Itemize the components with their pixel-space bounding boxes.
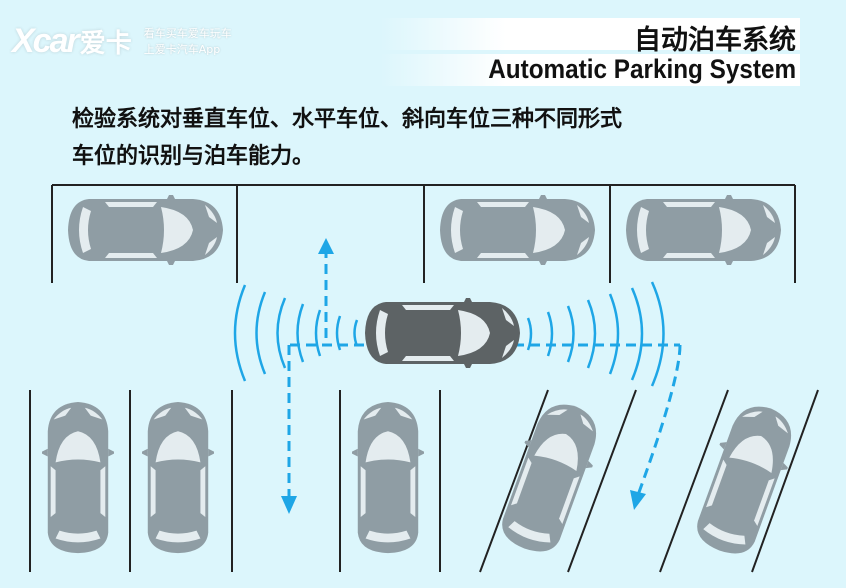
xcar-logo: Xcar 爱卡 看车买车爱车玩车 上爱卡汽车App bbox=[12, 22, 232, 61]
parked-car bbox=[42, 401, 114, 554]
logo-brand-cn: 爱卡 bbox=[79, 29, 132, 59]
arrow-down-icon bbox=[281, 496, 297, 514]
logo-brand: Xcar bbox=[12, 22, 80, 60]
page-title-en: Automatic Parking System bbox=[488, 54, 796, 84]
logo-slogan-1: 看车买车爱车玩车 bbox=[143, 26, 232, 40]
bottom-parking-lines bbox=[29, 389, 819, 573]
path-arrows bbox=[287, 252, 682, 498]
parked-car bbox=[68, 195, 223, 265]
parked-car bbox=[626, 195, 781, 265]
main-car bbox=[365, 298, 520, 368]
parked-car bbox=[489, 393, 611, 562]
arrow-up-icon bbox=[318, 238, 334, 254]
parked-car bbox=[142, 401, 214, 554]
description-line-1: 检验系统对垂直车位、水平车位、斜向车位三种不同形式 bbox=[72, 107, 623, 132]
page-title-cn: 自动泊车系统 bbox=[634, 25, 796, 56]
sonar-waves bbox=[233, 281, 665, 387]
logo-slogan-2: 上爱卡汽车App bbox=[143, 42, 221, 56]
title-bar-bg bbox=[380, 18, 800, 50]
top-parking-lines bbox=[51, 184, 796, 283]
parked-car bbox=[684, 395, 806, 564]
description: 检验系统对垂直车位、水平车位、斜向车位三种不同形式 车位的识别与泊车能力。 bbox=[72, 101, 792, 175]
parked-car bbox=[440, 195, 595, 265]
title-bar-bg bbox=[380, 54, 800, 86]
arrow-down-icon bbox=[630, 490, 646, 510]
description-line-2: 车位的识别与泊车能力。 bbox=[72, 144, 315, 169]
parked-car bbox=[352, 401, 424, 554]
arrow-heads bbox=[281, 238, 646, 514]
